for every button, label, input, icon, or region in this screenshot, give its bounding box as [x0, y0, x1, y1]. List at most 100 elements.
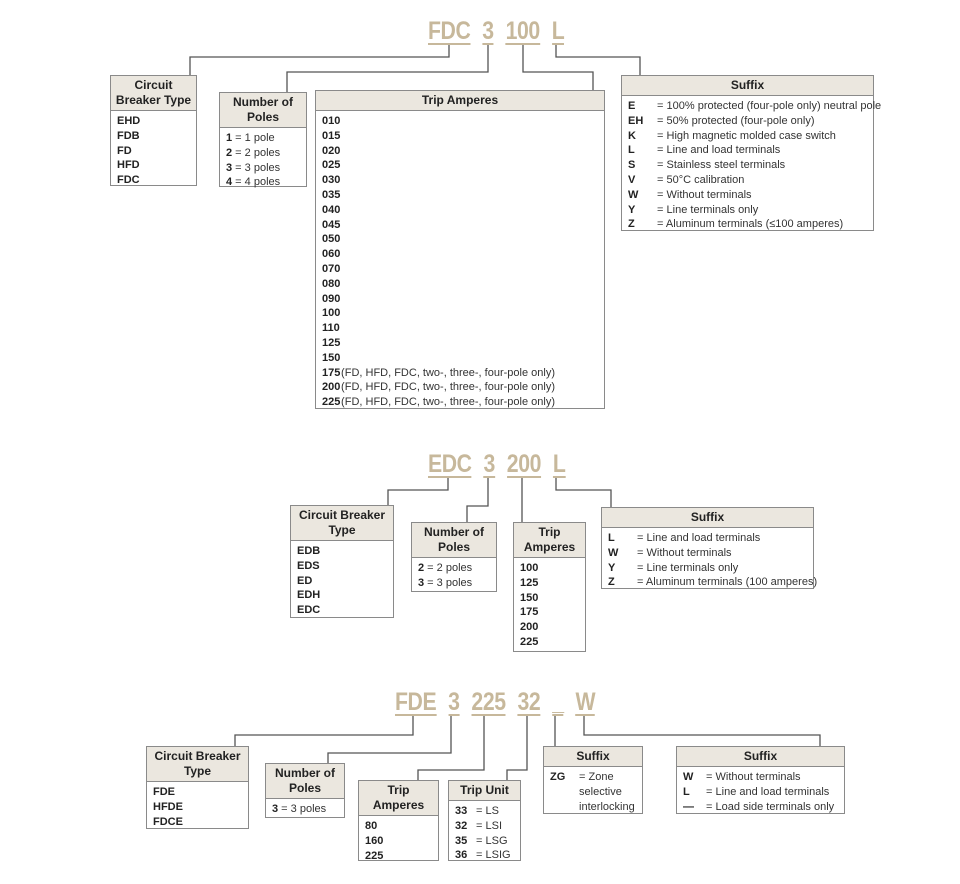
option-row: EDC	[297, 603, 387, 618]
option-row: 36 = LSIG	[455, 848, 514, 863]
code-segment: FDC	[428, 17, 471, 45]
option-row: Z = Aluminum terminals (≤100 amperes)	[628, 217, 867, 232]
option-description: (FD, HFD, FDC, two-, three-, four-pole o…	[338, 366, 555, 379]
box-header: Trip Amperes	[316, 91, 604, 111]
option-description: = 50% protected (four-pole only)	[654, 114, 815, 127]
code-segment: W	[575, 688, 596, 716]
option-description: = Without terminals	[654, 188, 752, 201]
option-code: Y	[608, 561, 616, 574]
option-code: 2	[226, 146, 233, 159]
option-row: EH = 50% protected (four-pole only)	[628, 114, 867, 129]
option-code: FDCE	[153, 815, 183, 828]
option-row: W = Without terminals	[628, 188, 867, 203]
box-header: Trip Unit	[449, 781, 520, 801]
box-header: Trip Amperes	[359, 781, 438, 816]
option-code: ZG	[550, 771, 566, 783]
option-code: 3	[272, 803, 279, 815]
option-code: 36	[455, 849, 468, 862]
option-code: 025	[322, 159, 341, 172]
option-code: FDB	[117, 129, 140, 142]
option-row: 200	[520, 620, 579, 635]
option-row: 80	[365, 819, 432, 834]
option-code: 225	[322, 396, 341, 409]
option-row: 125	[520, 576, 579, 591]
box-header: Suffix	[622, 76, 873, 96]
box-header: Suffix	[677, 747, 844, 767]
box-body: E = 100% protected (four-pole only) neut…	[622, 96, 881, 235]
code-segment: L	[552, 450, 566, 478]
option-row: EDB	[297, 544, 387, 559]
code-segment: 100	[505, 17, 540, 45]
box-header: Trip Amperes	[514, 523, 585, 558]
option-row: 175 (FD, HFD, FDC, two-, three-, four-po…	[322, 366, 598, 381]
option-description: = Line terminals only	[654, 203, 759, 216]
option-code: 200	[520, 621, 539, 634]
option-description: = Without terminals	[634, 546, 732, 559]
option-row: 225 (FD, HFD, FDC, two-, three-, four-po…	[322, 395, 598, 410]
option-code: 33	[455, 805, 468, 817]
option-description: = Aluminum terminals (≤100 amperes)	[654, 218, 844, 231]
option-row: 2 = 2 poles	[418, 561, 490, 576]
option-row: 090	[322, 292, 598, 307]
option-row: W = Without terminals	[683, 770, 838, 785]
box-body: ZG = Zone selective interlocking	[544, 767, 642, 817]
option-description: = Without terminals	[703, 771, 801, 783]
option-row: W = Without terminals	[608, 546, 807, 561]
option-code: S	[628, 159, 636, 172]
option-description: = Line and load terminals	[654, 144, 781, 157]
option-row: 200 (FD, HFD, FDC, two-, three-, four-po…	[322, 380, 598, 395]
connector-line	[234, 716, 414, 746]
box-header: Number of Poles	[266, 764, 344, 799]
code-segment: L	[551, 17, 565, 45]
option-code: V	[628, 173, 636, 186]
option-description: = Load side terminals only	[703, 800, 835, 813]
option-code: W	[608, 546, 619, 559]
option-code: EDC	[297, 604, 321, 617]
option-row: 175	[520, 605, 579, 620]
option-description: selective	[576, 785, 622, 798]
option-code: W	[683, 771, 694, 783]
code-segment: 3	[483, 450, 495, 478]
box-header: Circuit Breaker Type	[147, 747, 248, 782]
box-header: Number of Poles	[220, 93, 306, 128]
option-code: 015	[322, 129, 341, 142]
option-code: 4	[226, 176, 233, 189]
option-row: EDS	[297, 559, 387, 574]
option-code: 040	[322, 203, 341, 216]
option-description: = Line and load terminals	[703, 785, 830, 798]
option-row: FD	[117, 144, 190, 159]
option-row: 160	[365, 834, 432, 849]
option-code: 150	[520, 591, 539, 604]
option-row: ZG = Zone	[550, 770, 636, 785]
option-description: = Line and load terminals	[634, 532, 761, 544]
option-description: = 3 poles	[424, 576, 473, 589]
option-row: 050	[322, 232, 598, 247]
option-code: 3	[226, 161, 233, 174]
option-code: EDH	[297, 589, 321, 602]
option-description: = Line terminals only	[634, 561, 739, 574]
option-code: 100	[520, 562, 539, 574]
option-code: EHD	[117, 115, 141, 127]
option-code: E	[628, 100, 636, 112]
option-code: K	[628, 129, 636, 142]
option-row: 035	[322, 188, 598, 203]
option-description: = 2 poles	[232, 146, 281, 159]
option-row: 2 = 2 poles	[226, 146, 300, 161]
option-row: FDE	[153, 785, 242, 800]
option-description: = High magnetic molded case switch	[654, 129, 836, 142]
